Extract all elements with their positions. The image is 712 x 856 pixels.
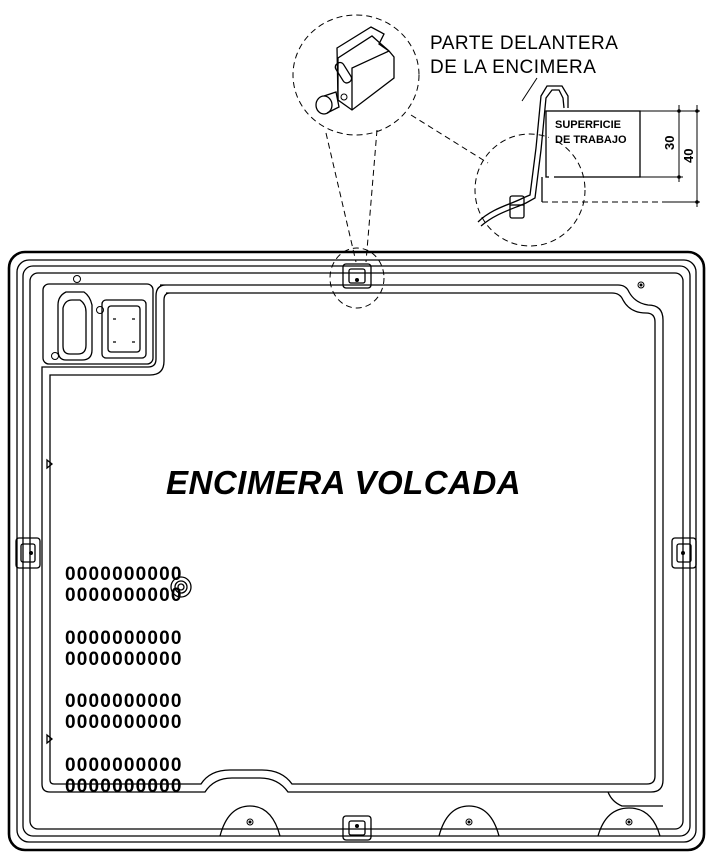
screw-hole-b1 [246, 818, 254, 826]
vent-row: 0000000000 [65, 628, 183, 649]
front-label-leader [521, 77, 538, 102]
screw-hole-br [625, 818, 633, 826]
vent-row: 0000000000 [65, 649, 183, 670]
hob-underside: 0000000000 0000000000 0000000000 0000000… [7, 247, 706, 852]
detail-connector-1 [410, 114, 489, 164]
worktop-section-detail: SUPERFICIE DE TRABAJO 30 40 [474, 85, 700, 247]
vent-slots: 0000000000 0000000000 0000000000 0000000… [65, 564, 183, 797]
mounting-clip-top [329, 247, 385, 309]
center-screw-icon [170, 576, 192, 598]
section-detail-circle [474, 133, 586, 247]
vent-row: 0000000000 [65, 712, 183, 733]
surface-label-line1: SUPERFICIE [555, 119, 621, 131]
vent-row: 0000000000 [65, 691, 183, 712]
screw-hole-tl [73, 275, 81, 283]
connector-block [42, 283, 154, 365]
front-label-line1: PARTE DELANTERA [430, 33, 618, 54]
worktop-block [545, 110, 641, 178]
vent-row: 0000000000 [65, 564, 183, 585]
dimension-40-label: 40 [681, 149, 696, 163]
side-notch-left-upper [46, 458, 54, 470]
front-label-line2: DE LA ENCIMERA [430, 57, 596, 78]
mounting-clip-bottom [342, 815, 372, 841]
vent-row: 0000000000 [65, 585, 183, 606]
vent-row: 0000000000 [65, 776, 183, 797]
dimension-30-label: 30 [662, 136, 677, 150]
side-notch-left-lower [46, 733, 54, 745]
bracket-detail-circle [292, 14, 420, 136]
screw-hole-b2 [465, 818, 473, 826]
detail-connector-3 [365, 129, 378, 263]
bracket-clip-icon [315, 26, 395, 115]
mounting-clip-right [671, 537, 697, 569]
screw-hole-tr [637, 281, 645, 289]
surface-label-line2: DE TRABAJO [555, 134, 627, 146]
hob-outer-frame [7, 250, 706, 852]
main-caption: ENCIMERA VOLCADA [166, 464, 521, 501]
bracket-detail [292, 14, 420, 136]
vent-row: 0000000000 [65, 755, 183, 776]
detail-connector-2 [325, 132, 357, 263]
mounting-clip-left [15, 537, 41, 569]
